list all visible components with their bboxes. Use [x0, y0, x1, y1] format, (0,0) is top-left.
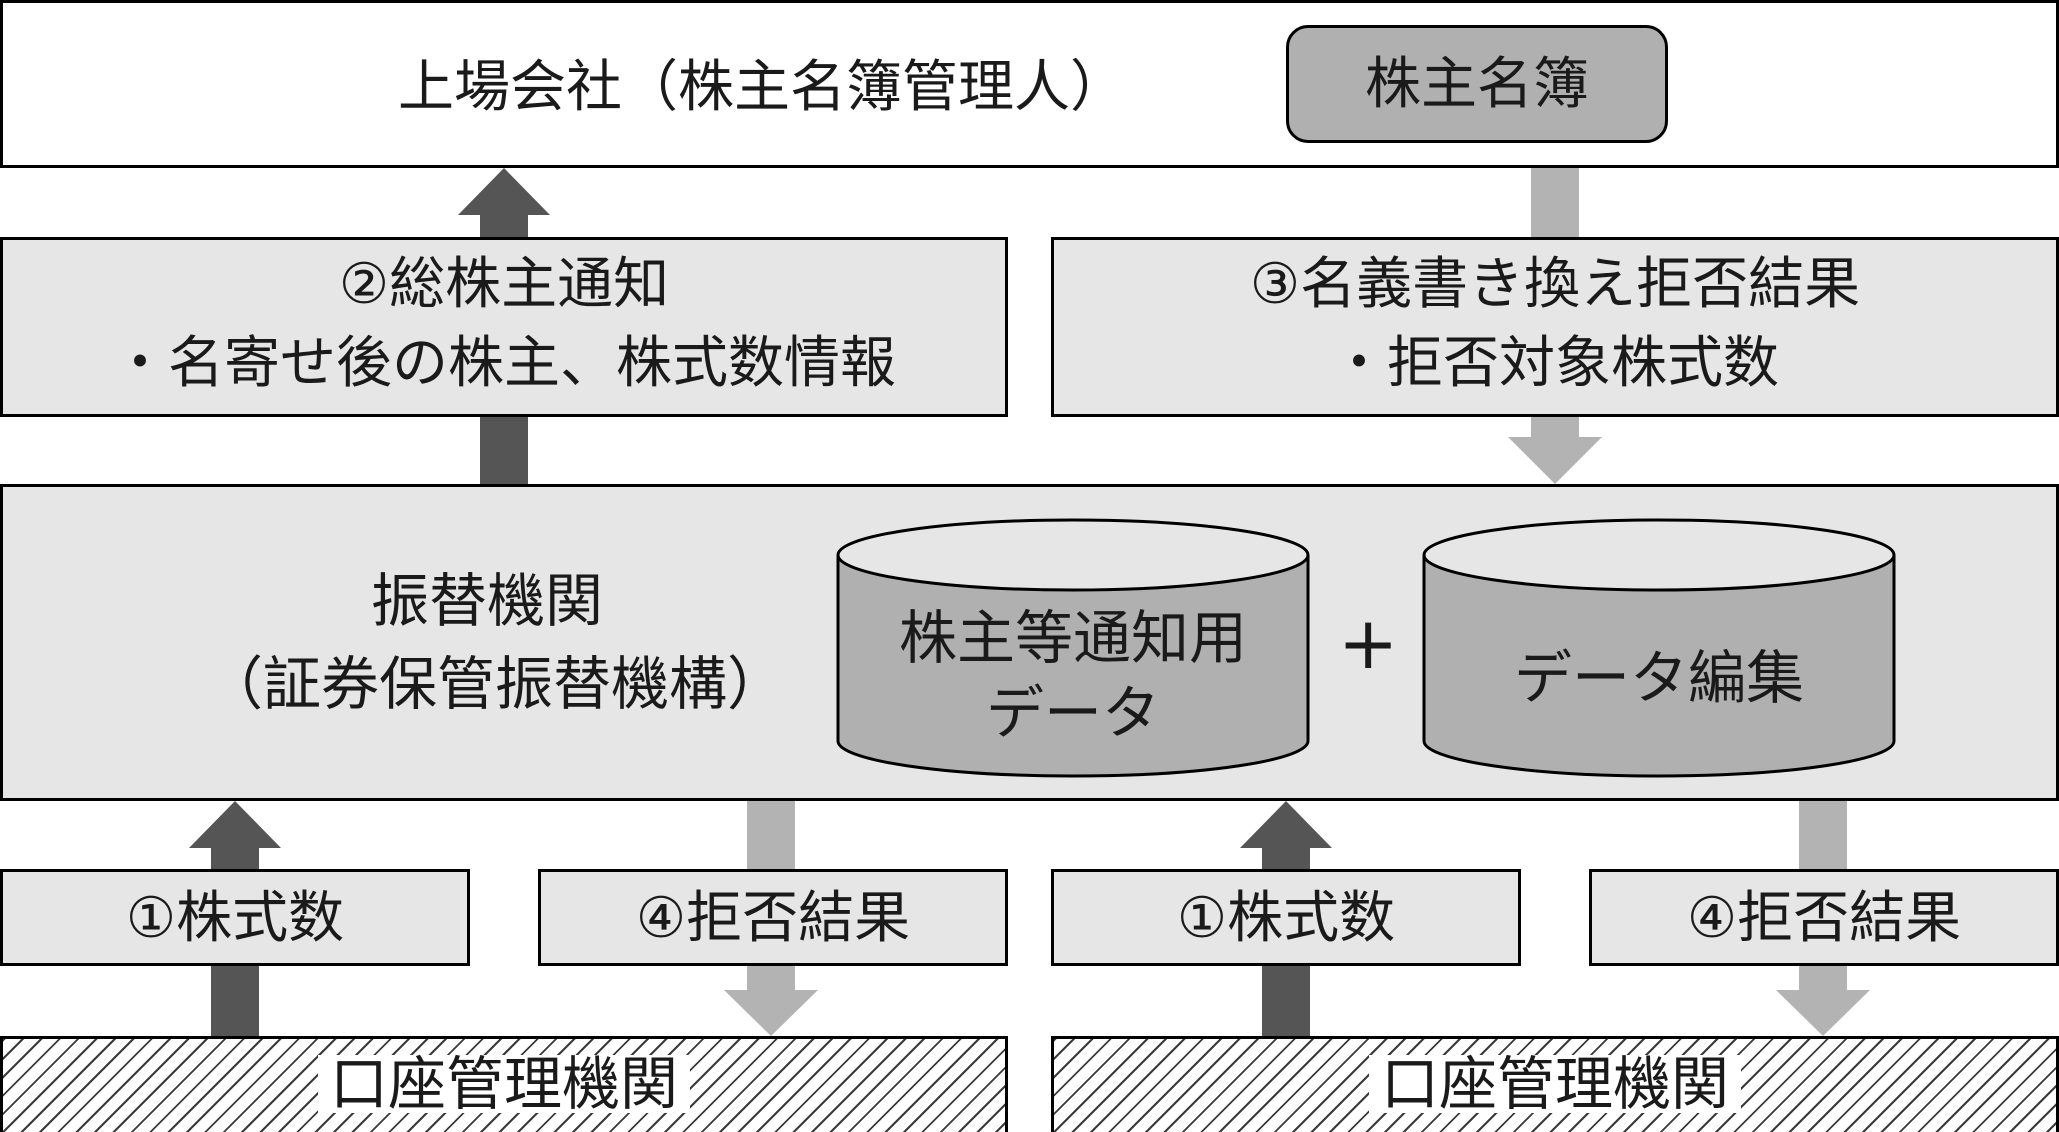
- listed-company-label: 上場会社（株主名簿管理人）: [398, 55, 1126, 120]
- plus-sign: +: [1338, 601, 1399, 685]
- data-edit-cylinder-shape: [1422, 518, 1896, 778]
- notice-data-cylinder-shape: [836, 518, 1310, 778]
- notice-data-cylinder: 株主等通知用 データ: [835, 517, 1311, 779]
- rejection-result-notice-box: ③名義書き換え拒否結果 ・拒否対象株式数: [1051, 237, 2059, 417]
- right-shares-label: ①株式数: [1176, 886, 1396, 951]
- up-arrow-head-right: [1240, 801, 1332, 848]
- data-edit-label: データ編集: [1513, 644, 1804, 712]
- notice-data-label-line2: データ: [985, 679, 1160, 747]
- left-shares-box: ①株式数: [0, 869, 470, 966]
- data-edit-cylinder: データ編集: [1421, 517, 1897, 779]
- right-shares-box: ①株式数: [1051, 869, 1521, 966]
- total-shareholder-notice-title: ②総株主通知: [338, 252, 670, 317]
- listed-company-bar: 上場会社（株主名簿管理人） 株主名簿: [0, 0, 2059, 168]
- account-institution-left: 口座管理機関: [0, 1036, 1008, 1132]
- transfer-institution-box: 振替機関 （証券保管振替機構） 株主等通知用 データ + データ編集: [0, 484, 2059, 801]
- transfer-institution-org: （証券保管振替機構）: [205, 650, 786, 718]
- left-shares-label: ①株式数: [125, 886, 345, 951]
- down-arrow-head-left: [724, 990, 818, 1036]
- shareholder-register-label: 株主名簿: [1365, 52, 1589, 117]
- transfer-institution-name: 振替機関: [371, 567, 604, 635]
- left-reject-box: ④拒否結果: [538, 869, 1008, 966]
- rejection-result-notice-detail: ・拒否対象株式数: [1331, 331, 1779, 396]
- down-arrow-head-right: [1776, 990, 1870, 1036]
- notice-data-label-line1: 株主等通知用: [898, 604, 1247, 672]
- right-reject-box: ④拒否結果: [1589, 869, 2059, 966]
- down-arrow-head-register: [1508, 437, 1602, 484]
- total-shareholder-notice-box: ②総株主通知 ・名寄せ後の株主、株式数情報: [0, 237, 1008, 417]
- up-arrow-head-left: [189, 801, 281, 848]
- shareholder-register-box: 株主名簿: [1286, 25, 1668, 143]
- account-institution-right-label: 口座管理機関: [1368, 1055, 1741, 1113]
- up-arrow-head-main: [458, 168, 550, 215]
- right-reject-label: ④拒否結果: [1686, 886, 1962, 951]
- rejection-result-notice-title: ③名義書き換え拒否結果: [1249, 252, 1861, 317]
- account-institution-left-label: 口座管理機関: [317, 1055, 690, 1113]
- left-reject-label: ④拒否結果: [635, 886, 911, 951]
- account-institution-right: 口座管理機関: [1051, 1036, 2059, 1132]
- total-shareholder-notice-detail: ・名寄せ後の株主、株式数情報: [112, 331, 896, 396]
